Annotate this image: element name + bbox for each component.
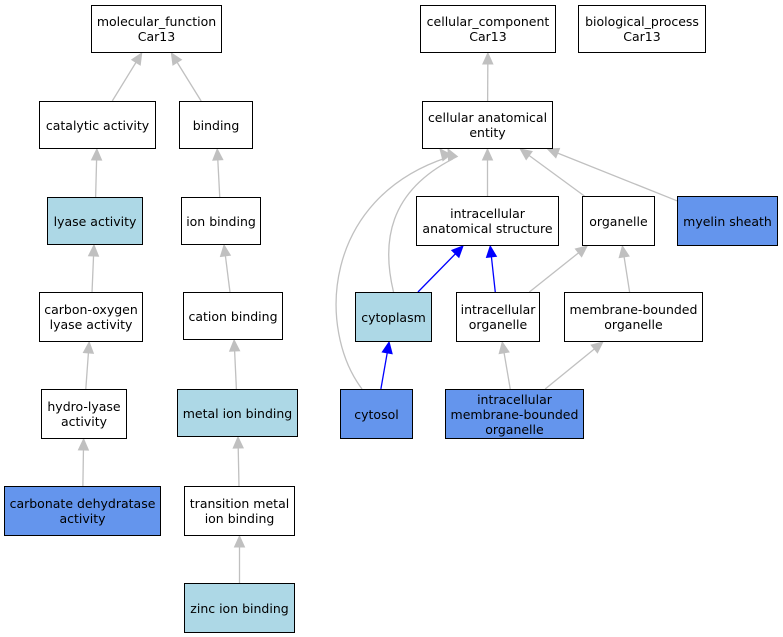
edge-line	[503, 352, 511, 390]
edge-line	[224, 255, 231, 293]
arrowhead	[170, 51, 183, 66]
arrowhead	[439, 148, 452, 162]
node-ion-binding: ion binding	[181, 197, 261, 245]
node-transition-metal-ion-binding: transition metal ion binding	[184, 486, 295, 536]
edge-carbonate_dehydratase-to-hydro_lyase	[77, 437, 90, 487]
edge-line	[528, 154, 585, 197]
edge-line	[233, 350, 238, 390]
arrowhead	[130, 51, 143, 66]
edge-intracellular_organelle-to-intracellular_anatomical_structure	[485, 244, 498, 293]
edge-intracellular_organelle-to-organelle	[528, 245, 589, 293]
node-binding: binding	[179, 101, 253, 149]
edge-line	[111, 62, 137, 102]
arrowhead	[546, 147, 561, 159]
node-cation-binding: cation binding	[183, 292, 283, 340]
edge-intracellular_membrane_bounded_organelle-to-membrane_bounded_organelle	[544, 341, 604, 390]
edge-catalytic_activity-to-molecular_function	[111, 51, 143, 102]
edge-line	[388, 158, 454, 293]
arrowhead	[519, 148, 533, 161]
arrowhead	[618, 244, 630, 259]
edge-line	[544, 348, 595, 390]
node-carbon-oxygen-lyase-activity: carbon-oxygen lyase activity	[39, 292, 143, 342]
node-molecular-function: molecular_function Car13	[91, 5, 222, 53]
edge-line	[176, 62, 202, 102]
edge-lyase_activity-to-catalytic_activity	[90, 147, 103, 198]
node-zinc-ion-binding: zinc ion binding	[184, 583, 295, 633]
node-cytoplasm: cytoplasm	[355, 292, 432, 342]
node-biological-process: biological_process Car13	[578, 5, 706, 53]
arrowhead	[212, 147, 224, 161]
arrowhead	[233, 534, 246, 548]
edge-line	[335, 156, 448, 390]
edge-line	[217, 159, 221, 198]
node-intracellular-anatomical-structure: intracellular anatomical structure	[416, 196, 559, 246]
edge-cellular_anatomical_entity-to-cellular_component	[482, 51, 494, 102]
arrowhead	[482, 51, 494, 65]
edge-line	[94, 159, 98, 198]
arrowhead	[485, 244, 498, 259]
node-catalytic-activity: catalytic activity	[39, 101, 156, 149]
node-intracellular-membrane-bounded-organelle: intracellular membrane-bounded organelle	[445, 389, 584, 439]
edge-membrane_bounded_organelle-to-organelle	[618, 244, 631, 293]
arrowhead	[381, 340, 393, 355]
edge-cytosol-to-cellular_anatomical_entity	[335, 148, 452, 390]
arrowhead	[82, 340, 95, 354]
edge-zinc_ion_binding-to-transition_metal_ion_binding	[233, 534, 246, 583]
node-organelle: organelle	[582, 196, 655, 246]
edge-myelin_sheath-to-cellular_anatomical_entity	[546, 147, 678, 202]
node-cytosol: cytosol	[340, 389, 413, 439]
arrowhead	[450, 245, 464, 259]
edge-hydro_lyase-to-carbon_oxygen_lyase	[82, 340, 95, 390]
node-hydro-lyase-activity: hydro-lyase activity	[41, 389, 127, 439]
edge-cytoplasm-to-intracellular_anatomical_structure	[417, 245, 464, 293]
edge-line	[623, 256, 631, 293]
arrowhead	[481, 147, 494, 161]
edge-ion_binding-to-binding	[212, 147, 224, 198]
arrowhead	[87, 243, 100, 257]
edge-cation_binding-to-ion_binding	[219, 243, 232, 293]
arrowhead	[232, 435, 244, 449]
edge-line	[557, 152, 678, 202]
node-lyase-activity: lyase activity	[47, 197, 143, 245]
edge-line	[490, 256, 496, 293]
edge-line	[91, 255, 95, 293]
edge-intracellular_anatomical_structure-to-cellular_anatomical_entity	[481, 147, 494, 196]
edge-carbon_oxygen_lyase-to-lyase_activity	[87, 243, 100, 293]
edge-transition_metal_ion_binding-to-metal_ion_binding	[232, 435, 244, 487]
edge-intracellular_membrane_bounded_organelle-to-intracellular_organelle	[498, 340, 511, 390]
node-intracellular-organelle: intracellular organelle	[456, 292, 540, 342]
node-carbonate-dehydratase-activity: carbonate dehydratase activity	[4, 486, 161, 536]
edge-binding-to-molecular_function	[170, 51, 202, 102]
arrowhead	[77, 437, 90, 451]
edge-metal_ion_binding-to-cation_binding	[228, 338, 241, 390]
arrowhead	[498, 340, 510, 355]
edge-line	[237, 447, 240, 487]
arrowhead	[574, 245, 589, 258]
edge-line	[528, 252, 579, 293]
edge-organelle-to-cellular_anatomical_entity	[519, 148, 585, 197]
edge-line	[417, 253, 456, 293]
node-membrane-bounded-organelle: membrane-bounded organelle	[564, 292, 703, 342]
arrowhead	[228, 338, 241, 352]
node-cellular-component: cellular_component Car13	[420, 5, 556, 53]
node-myelin-sheath: myelin sheath	[677, 196, 778, 246]
edge-cytosol-to-cytoplasm	[380, 340, 393, 390]
node-cellular-anatomical-entity: cellular anatomical entity	[422, 101, 553, 149]
edge-line	[82, 449, 85, 487]
arrowhead	[590, 341, 604, 354]
arrowhead	[90, 147, 103, 161]
node-metal-ion-binding: metal ion binding	[177, 389, 298, 437]
arrowhead	[219, 243, 232, 258]
edge-line	[85, 352, 90, 390]
edge-line	[380, 352, 388, 390]
